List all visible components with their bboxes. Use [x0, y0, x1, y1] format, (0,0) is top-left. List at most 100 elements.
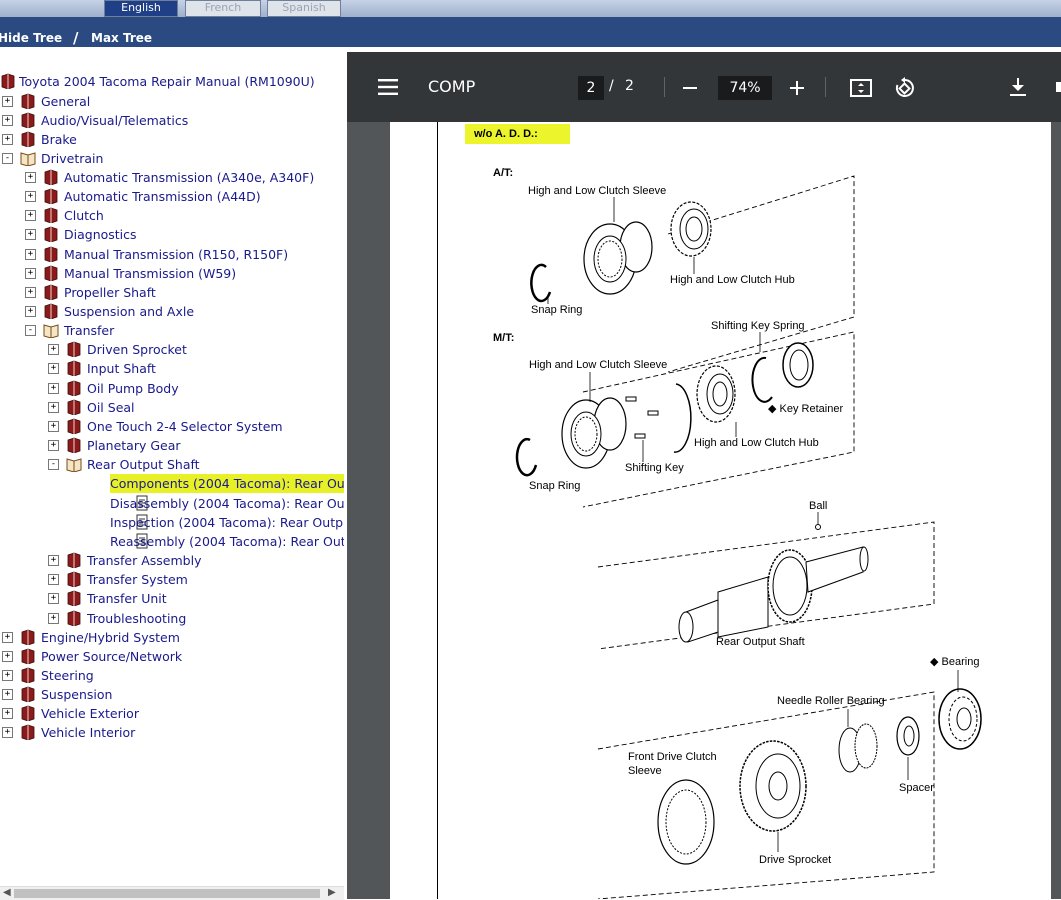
- at-clutch-sleeve: [583, 221, 653, 295]
- expand-icon[interactable]: +: [48, 440, 59, 451]
- expand-icon[interactable]: +: [25, 210, 36, 221]
- book-icon: [67, 571, 81, 587]
- document-icon: [136, 533, 148, 549]
- diagram-header: w/o A. D. D.:: [473, 128, 538, 140]
- mt-sleeve-label: High and Low Clutch Sleeve: [529, 359, 667, 371]
- expand-icon[interactable]: +: [48, 402, 59, 413]
- french-button[interactable]: French: [185, 0, 261, 17]
- print-icon[interactable]: [1054, 80, 1061, 94]
- expand-icon[interactable]: +: [2, 670, 13, 681]
- max-tree-link[interactable]: Max Tree: [91, 31, 153, 45]
- front-drive-clutch-sleeve: [657, 779, 715, 865]
- book-icon: [67, 418, 81, 434]
- tree-item-label: Steering: [41, 668, 94, 683]
- needle-roller-bearing: [838, 723, 878, 773]
- tree-item-label: General: [41, 94, 91, 109]
- rotate-icon[interactable]: [894, 77, 916, 99]
- spacer-part: [896, 716, 920, 756]
- book-icon: [66, 458, 82, 472]
- exploded-parts-diagram: w/o A. D. D.: A/T: M/T:: [465, 124, 982, 899]
- header-highlight: [465, 124, 570, 144]
- expand-icon[interactable]: +: [25, 229, 36, 240]
- book-icon: [20, 152, 36, 166]
- english-button[interactable]: English: [104, 0, 178, 17]
- document-icon: [136, 495, 148, 511]
- tree-horizontal-scrollbar[interactable]: ◀ ▶: [0, 886, 344, 900]
- expand-icon[interactable]: +: [25, 172, 36, 183]
- hide-tree-link[interactable]: Hide Tree: [0, 31, 63, 45]
- expand-icon[interactable]: +: [2, 708, 13, 719]
- expand-icon[interactable]: +: [2, 727, 13, 738]
- expand-icon[interactable]: +: [48, 344, 59, 355]
- collapse-icon[interactable]: -: [25, 325, 36, 336]
- tree-item-label: Transfer Assembly: [87, 553, 202, 568]
- book-icon: [67, 552, 81, 568]
- expand-icon[interactable]: +: [2, 115, 13, 126]
- book-icon: [21, 648, 35, 664]
- book-icon: [21, 112, 35, 128]
- mt-spring-ring: [673, 383, 692, 453]
- tree-separator: /: [73, 29, 79, 47]
- fit-page-icon[interactable]: [850, 79, 872, 97]
- tree-item-label: Manual Transmission (W59): [64, 266, 237, 281]
- expand-icon[interactable]: +: [48, 363, 59, 374]
- menu-icon[interactable]: [378, 79, 398, 95]
- book-icon: [67, 341, 81, 357]
- tree-item-label: Manual Transmission (R150, R150F): [64, 247, 289, 262]
- expand-icon[interactable]: +: [25, 287, 36, 298]
- document-title: COMP: [428, 77, 476, 96]
- book-icon: [21, 629, 35, 645]
- tree-item-label: Transfer System: [87, 572, 188, 587]
- bearing-label: ◆ Bearing: [930, 656, 979, 668]
- ball-label: Ball: [809, 500, 827, 512]
- expand-icon[interactable]: +: [2, 632, 13, 643]
- zoom-input[interactable]: 74%: [718, 76, 772, 100]
- expand-icon[interactable]: +: [48, 613, 59, 624]
- plus-icon[interactable]: [790, 81, 804, 95]
- scroll-left-icon[interactable]: ◀: [3, 887, 11, 898]
- tree-item-label: Components (2004 Tacoma): Rear Outp: [110, 474, 344, 493]
- expand-icon[interactable]: +: [2, 96, 13, 107]
- expand-icon[interactable]: +: [25, 306, 36, 317]
- shifting-key-label: Shifting Key: [625, 462, 684, 474]
- expand-icon[interactable]: +: [25, 191, 36, 202]
- tree-item-label: Inspection (2004 Tacoma): Rear Output: [110, 515, 344, 530]
- expand-icon[interactable]: +: [25, 249, 36, 260]
- mt-shifting-key: [625, 396, 659, 439]
- download-icon[interactable]: [1010, 78, 1026, 96]
- expand-icon[interactable]: +: [48, 555, 59, 566]
- mt-snap-label: Snap Ring: [529, 480, 580, 492]
- toolbar-divider: [825, 77, 826, 97]
- book-icon: [44, 246, 58, 262]
- expand-icon[interactable]: +: [48, 593, 59, 604]
- expand-icon[interactable]: +: [2, 134, 13, 145]
- expand-icon[interactable]: +: [48, 421, 59, 432]
- expand-icon[interactable]: +: [2, 651, 13, 662]
- book-icon: [67, 437, 81, 453]
- book-icon: [44, 303, 58, 319]
- at-snap-label: Snap Ring: [531, 304, 582, 316]
- scrollbar-thumb[interactable]: [14, 889, 320, 898]
- pdf-page: w/o A. D. D.: A/T: M/T:: [390, 122, 1051, 899]
- collapse-icon[interactable]: -: [2, 153, 13, 164]
- book-icon: [21, 705, 35, 721]
- scroll-right-icon[interactable]: ▶: [328, 887, 336, 898]
- book-icon: [21, 686, 35, 702]
- expand-icon[interactable]: +: [25, 268, 36, 279]
- book-icon: [1, 73, 15, 89]
- front-sleeve-label-2: Sleeve: [628, 765, 662, 777]
- page-number-input[interactable]: 2: [578, 76, 604, 100]
- collapse-icon[interactable]: -: [48, 459, 59, 470]
- expand-icon[interactable]: +: [2, 689, 13, 700]
- navigation-tree: Toyota 2004 Tacoma Repair Manual (RM1090…: [0, 52, 344, 899]
- needle-bearing-label: Needle Roller Bearing: [777, 695, 885, 707]
- expand-icon[interactable]: +: [48, 574, 59, 585]
- tree-item-label: Transfer: [64, 323, 115, 338]
- book-icon: [44, 284, 58, 300]
- minus-icon[interactable]: [683, 87, 697, 89]
- expand-icon[interactable]: +: [48, 383, 59, 394]
- book-icon: [67, 380, 81, 396]
- book-icon: [21, 93, 35, 109]
- book-icon: [44, 226, 58, 242]
- spanish-button[interactable]: Spanish: [267, 0, 341, 17]
